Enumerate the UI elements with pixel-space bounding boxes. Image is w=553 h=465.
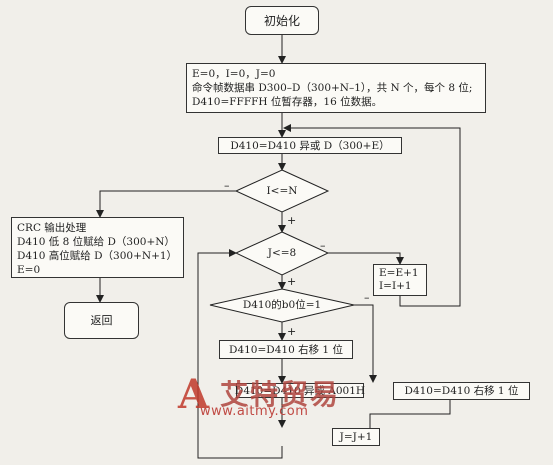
start-label: 初始化: [263, 13, 300, 28]
decisionI-minus-label: –: [224, 179, 230, 192]
decision-j: J<=8: [246, 247, 318, 259]
j-increment-label: J=J+1: [339, 431, 373, 443]
watermark: A 艾特贸易: [178, 371, 341, 418]
inc-line-2: I=I+1: [379, 280, 412, 292]
xor-e-label: D410=D410 异或 D（300+E）: [230, 139, 390, 152]
xor-a001-label: D410=D410 异或 A001H: [234, 384, 366, 397]
xor-e-box: D410=D410 异或 D（300+E）: [218, 137, 402, 154]
crc-line-2: D410 低 8 位赋给 D（300+N）: [17, 236, 175, 248]
return-label: 返回: [90, 313, 113, 327]
edge-decisionJ-inc: [328, 252, 404, 265]
crc-line-3: D410 高位赋给 D（300+N+1）: [17, 250, 178, 262]
decision-j-label: J<=8: [267, 247, 297, 259]
shift-right-box-minus: D410=D410 右移 1 位: [393, 382, 530, 400]
xor-a001-box: D410=D410 异或 A001H: [234, 383, 366, 398]
decisionb0-minus-label: –: [364, 291, 370, 304]
decision-i-label: I<=N: [266, 185, 298, 197]
decision-b0-shape: [209, 288, 355, 323]
decisionI-plus-label: +: [287, 214, 297, 227]
decision-i-shape: [234, 169, 330, 213]
shift-right-plus-label: D410=D410 右移 1 位: [229, 343, 343, 356]
inc-line-1: E=E+1: [379, 267, 419, 279]
watermark-title: 艾特贸易: [220, 378, 341, 411]
decision-b0: D410的b0位=1: [222, 299, 342, 311]
crc-output-box: CRC 输出处理 D410 低 8 位赋给 D（300+N） D410 高位赋给…: [11, 217, 184, 278]
increment-ei-box: E=E+1 I=I+1: [373, 264, 427, 296]
edge-jinc-loop: [197, 249, 283, 459]
init-line-2: 命令帧数据串 D300–D（300+N–1），共 N 个，每个 8 位;: [192, 82, 473, 94]
init-box: E=0，I=0，J=0 命令帧数据串 D300–D（300+N–1），共 N 个…: [186, 63, 486, 113]
init-line-3: D410=FFFFH 位暂存器，16 位数据。: [192, 96, 383, 108]
decisionb0-plus-label: +: [287, 325, 297, 338]
decisionJ-plus-label: +: [287, 275, 297, 288]
edge-decisionI-crc: [96, 190, 236, 218]
return-terminal: 返回: [64, 302, 139, 339]
watermark-url: www.aitmy.com: [200, 404, 309, 419]
shift-right-minus-label: D410=D410 右移 1 位: [404, 385, 519, 397]
edge-decisionb0-rightshift: [354, 304, 377, 383]
shift-right-box-plus: D410=D410 右移 1 位: [219, 340, 353, 359]
crc-line-4: E=0: [17, 264, 41, 276]
start-terminal: 初始化: [245, 6, 319, 35]
watermark-logo: A: [178, 371, 210, 418]
j-increment-box: J=J+1: [332, 428, 380, 446]
crc-line-1: CRC 输出处理: [17, 222, 87, 234]
decisionJ-minus-label: –: [320, 239, 326, 252]
decision-b0-label: D410的b0位=1: [242, 299, 322, 311]
edge-loop-back-outer: [283, 124, 461, 307]
decision-j-shape: [234, 231, 330, 276]
decision-i: I<=N: [246, 185, 318, 197]
init-line-1: E=0，I=0，J=0: [192, 68, 276, 80]
